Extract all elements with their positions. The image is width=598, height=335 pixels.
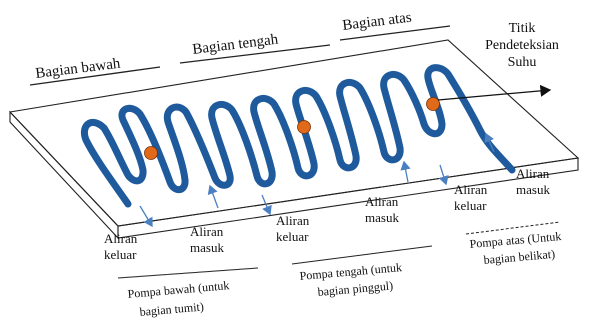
mattress-slab [8,39,580,240]
flow-label-in-3-line2: masuk [516,182,550,197]
pump-label-bottom-line1: Pompa bawah (untuk [127,278,230,301]
sensor-dot-top [426,97,440,111]
sensor-pointer-arrow [437,84,552,101]
flow-label-out-3-line1: Aliran [454,182,488,197]
flow-label-out-1-line1: Aliran [104,231,138,246]
pump-label-top-line2: bagian belikat) [483,247,556,267]
pump-bracket-bottom [117,267,259,279]
flow-label-in-1-line1: Aliran [190,224,224,239]
zone-bar-bottom [29,66,161,86]
serpentine-tube [81,64,516,208]
sensor-dot-bottom [144,146,158,160]
flow-arrow-in-3 [484,132,495,153]
flow-label-in-2-line2: masuk [365,210,399,225]
flow-arrow-in-2 [400,160,411,183]
pump-label-bottom-line2: bagian tumit) [139,299,204,319]
pump-label-middle-line2: bagian pinggul) [317,278,394,299]
pump-bracket-middle [291,245,433,265]
flow-arrow-out-1 [139,205,153,228]
flow-label-out-2-line1: Aliran [276,213,310,228]
flow-label-out-3-line2: keluar [454,198,487,213]
zone-label-middle: Bagian tengah [192,32,280,58]
zone-bar-middle [179,44,331,64]
sensor-label-line2: Pendeteksian [485,38,559,53]
sensor-label-line1: Titik [509,21,536,36]
flow-label-in-2-line1: Aliran [365,194,399,209]
sensor-dot-middle [297,120,311,134]
zone-bar-top [339,25,451,41]
flow-label-out-2-line2: keluar [276,229,309,244]
flow-arrow-out-3 [438,164,449,186]
zone-label-top: Bagian atas [342,10,413,34]
flow-label-in-1-line2: masuk [190,240,224,255]
sensor-label-line3: Suhu [508,55,537,70]
flow-arrow-in-1 [207,184,219,209]
flow-label-in-3-line1: Aliran [516,166,550,181]
flow-arrow-out-2 [261,194,272,216]
flow-label-out-1-line2: keluar [104,247,137,262]
pump-bracket-top [465,221,561,235]
